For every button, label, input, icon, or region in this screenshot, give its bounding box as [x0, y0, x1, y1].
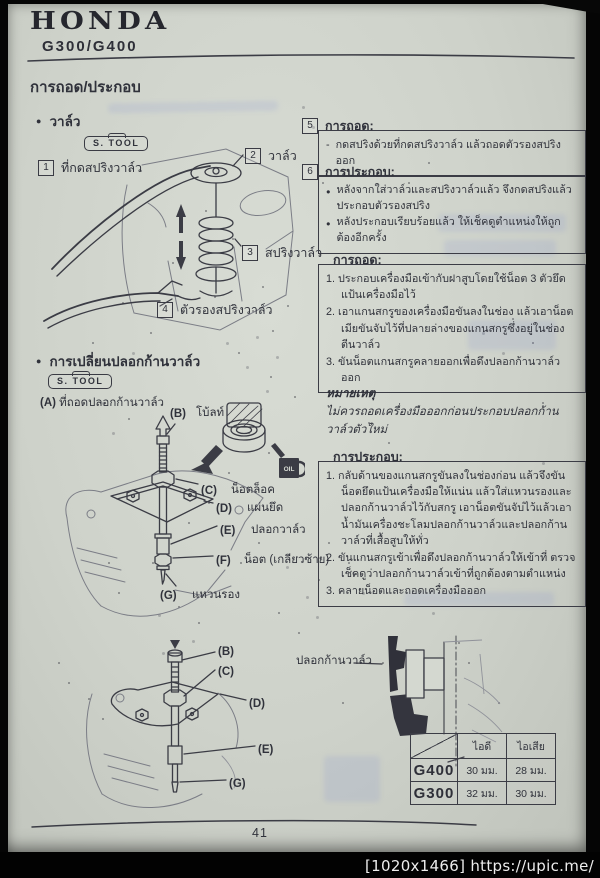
part-d-letter: (D) [216, 503, 232, 515]
valve-guide-remover-diagram: OIL [65, 402, 305, 617]
installer-callout-e: (E) [258, 744, 274, 756]
removal-step: 2. เอาแกนสกรูของเครื่องมือขันลงในช่อง แล… [326, 306, 574, 351]
page-number: 41 [252, 826, 268, 840]
header-rule [27, 54, 575, 62]
assembly-instruction-box: ●หลังจากใส่วาล์วและสปริงวาล์วแล้ว จึงกดส… [318, 176, 586, 254]
spec-table-header-exhaust: ไอเสีย [506, 734, 555, 758]
callout-1: 1 ที่กดสปริงวาล์ว [38, 158, 142, 178]
tool-a-label: (A) ที่ถอดปลอกก้านวาล์ว [40, 397, 165, 409]
callout-4: 4 ตัวรองสปริงวาล์ว [157, 300, 273, 320]
photo-bottom-band: [1020x1466] https://upic.me/ [0, 852, 600, 878]
model-label: G300/G400 [42, 38, 138, 55]
assembly-heading: 6 การประกอบ: [302, 162, 395, 182]
callout-2: 2 วาล์ว [245, 146, 297, 166]
spec-row-g300-intake: 32 มม. [457, 781, 506, 804]
watermark-text: [1020x1466] https://upic.me/ [365, 857, 594, 875]
guide-section-heading: ● การเปลี่ยนปลอกก้านวาล์ว [36, 354, 201, 369]
installer-callout-g: (G) [229, 778, 246, 790]
part-d-label: แผ่นยึด [247, 502, 284, 514]
part-b-letter: (B) [170, 408, 186, 420]
guide-removal-box: 1. ประกอบเครื่องมือเข้ากับฝาสูบโดยใช้น็อ… [318, 264, 586, 394]
dash: - [326, 139, 330, 151]
installer-callout-c: (C) [218, 666, 234, 678]
part-e-label: ปลอกวาล์ว [251, 524, 306, 536]
removal-numbox: 5 [302, 118, 318, 134]
removal-step: 1. ประกอบเครื่องมือเข้ากับฝาสูบโดยใช้น็อ… [326, 273, 566, 302]
part-g-label: แหวนรอง [192, 589, 241, 601]
guide-crosssection-label: ปลอกก้านวาล์ว [296, 655, 372, 667]
special-tool-badge: S. TOOL [84, 132, 149, 151]
callout-3: 3 สปริงวาล์ว [242, 243, 322, 263]
part-c-letter: (C) [201, 485, 217, 497]
spec-table-corner-cell [411, 734, 457, 758]
valve-guide-installer-diagram [86, 640, 256, 809]
part-g-letter: (G) [160, 590, 177, 602]
manual-page: HONDA G300/G400 การถอด/ประกอบ ● วาล์ว S.… [8, 4, 586, 852]
part-e-letter: (E) [220, 525, 236, 537]
ink-bleed-mark [438, 214, 566, 232]
footer-rule [31, 819, 477, 828]
callout-2-numbox: 2 [245, 148, 261, 164]
oil-can-label: OIL [284, 466, 295, 473]
valve-spec-table: ไอดี ไอเสีย G400 30 มม. 28 มม. G300 32 ม… [410, 733, 556, 805]
note-text: ไม่ควรถอดเครื่องมือออกก่อนประกอบปลอกก้าน… [326, 404, 559, 437]
spec-row-g400-exhaust: 28 มม. [506, 758, 555, 781]
bullet-icon: ● [326, 219, 331, 229]
spec-row-g400-model: G400 [411, 758, 457, 781]
spec-row-g300-exhaust: 30 มม. [506, 781, 555, 804]
spec-row-g400-intake: 30 มม. [457, 758, 506, 781]
page-title: การถอด/ประกอบ [30, 79, 141, 96]
guide-removal-heading: การถอด: [333, 253, 382, 267]
honda-logo: HONDA [30, 8, 171, 36]
removal-heading: 5 การถอด: [302, 116, 374, 136]
assembly-step: 3. คลายน็อตและถอดเครื่องมือออก [326, 585, 487, 598]
guide-assembly-heading: การประกอบ: [333, 450, 403, 464]
bullet-icon: ● [36, 356, 42, 366]
bullet-icon: ● [36, 116, 42, 126]
installer-callout-d: (D) [249, 698, 265, 710]
ink-bleed-mark [324, 756, 380, 802]
part-c-label: น็อตล็อค [231, 484, 275, 496]
callout-4-numbox: 4 [157, 302, 173, 318]
ink-bleed-mark [444, 240, 556, 256]
installer-callout-b: (B) [218, 646, 234, 658]
ink-bleed-mark [107, 100, 279, 114]
part-f-letter: (F) [216, 555, 231, 567]
ink-bleed-mark [468, 320, 556, 350]
ink-bleed-mark [404, 592, 554, 606]
callout-3-numbox: 3 [242, 245, 258, 261]
valve-section-heading: ● วาล์ว [36, 114, 81, 129]
spec-row-g300-model: G300 [411, 781, 457, 804]
bullet-icon: ● [326, 187, 331, 196]
valve-spring-compressor-diagram [43, 148, 294, 331]
guide-assembly-box: 1. กลับด้านของแกนสกรูขันลงในช่องก่อน แล้… [318, 461, 586, 607]
assembly-numbox: 6 [302, 164, 318, 180]
note-title: หมายเหตุ [326, 386, 376, 400]
callout-1-numbox: 1 [38, 160, 54, 176]
part-b-label: โบ้ลท์ [196, 407, 225, 419]
removal-step: 3. ขันน็อตแกนสกรูคลายออกเพื่อดึงปลอกก้าน… [326, 355, 561, 385]
removal-instruction-box: -กดสปริงด้วยที่กดสปริงวาล์ว แล้วถอดตัวรอ… [318, 130, 586, 177]
part-f-label: น็อต (เกลียวซ้าย) [244, 554, 330, 566]
assembly-step: 1. กลับด้านของแกนสกรูขันลงในช่องก่อน แล้… [326, 470, 572, 547]
special-tool-badge: S. TOOL [48, 370, 113, 389]
spec-table-header-intake: ไอดี [457, 734, 506, 758]
assembly-step: 2. ขันแกนสกรูเข้าเพื่อดึงปลอกก้านวาล์วให… [326, 551, 576, 581]
photocopy-smudges [8, 4, 11, 7]
